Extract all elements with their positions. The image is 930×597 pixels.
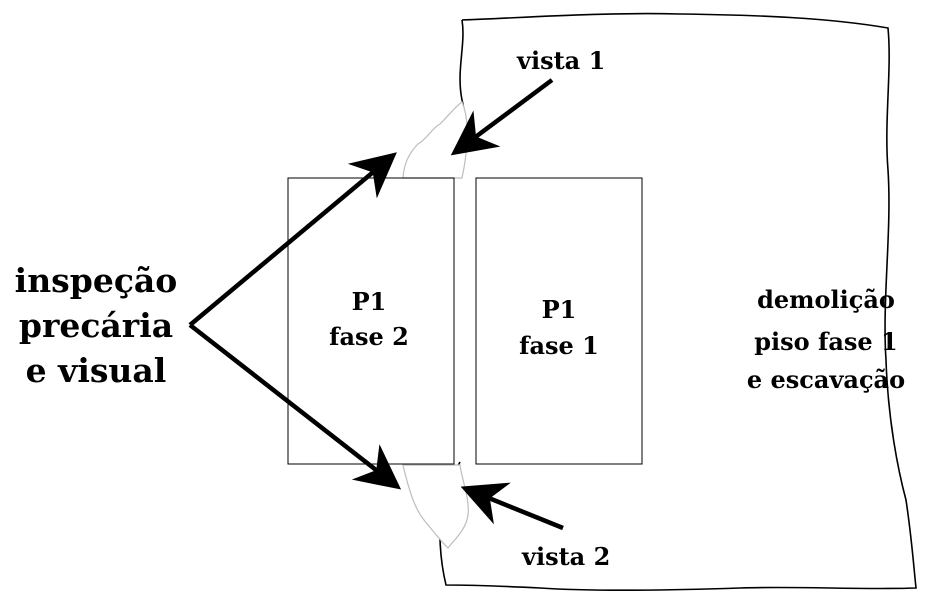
arrow-vista-2 <box>460 482 564 531</box>
label-inspecao-line-3: e visual <box>26 351 167 390</box>
label-vista-1: vista 1 <box>516 46 605 75</box>
pile-block-p1-fase1 <box>475 177 643 465</box>
arrow-inspection-bottom <box>188 323 402 490</box>
label-vista-2: vista 2 <box>521 542 610 571</box>
inspection-patch-top <box>402 101 468 179</box>
label-demolicao-line-1: demolição <box>757 285 895 314</box>
label-demolicao-line-3: e escavação <box>747 365 905 394</box>
label-demolicao-line-2: piso fase 1 <box>754 327 897 356</box>
arrow-vista-1 <box>450 78 554 156</box>
inspection-patch-bottom <box>402 464 469 549</box>
label-inspecao-line-1: inspeção <box>15 261 178 300</box>
arrow-inspection-top <box>188 152 397 327</box>
label-p1-fase1-line-2: fase 1 <box>519 331 599 360</box>
label-p1-fase2-line-1: P1 <box>352 287 387 316</box>
label-p1-fase2-line-2: fase 2 <box>329 322 409 351</box>
label-inspecao-line-2: precária <box>19 306 173 345</box>
label-p1-fase1-line-1: P1 <box>542 295 577 324</box>
